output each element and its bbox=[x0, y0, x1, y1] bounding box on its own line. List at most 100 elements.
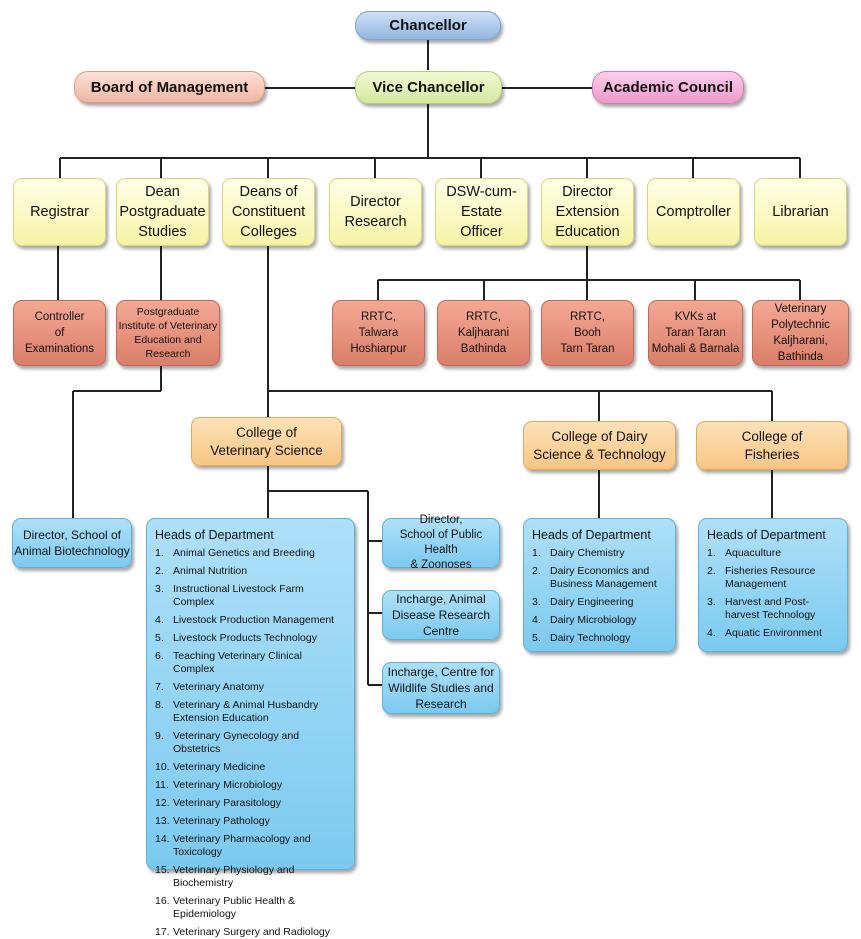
department-name: Harvest and Post-harvest Technology bbox=[725, 596, 816, 621]
vice-chancellor-label: Vice Chancellor bbox=[372, 79, 485, 96]
dean-pg-box: Dean Postgraduate Studies bbox=[116, 178, 209, 246]
department-number: 13. bbox=[155, 815, 170, 827]
director-extension-box: Director Extension Education bbox=[541, 178, 634, 246]
department-item: 15.Veterinary Physiology and Biochemistr… bbox=[155, 864, 346, 890]
department-number: 5. bbox=[155, 632, 164, 644]
department-number: 1. bbox=[532, 547, 541, 559]
department-number: 10. bbox=[155, 761, 170, 773]
department-name: Fisheries Resource Management bbox=[725, 565, 816, 590]
college-vet-science-label: College of Veterinary Science bbox=[210, 424, 323, 458]
department-number: 7. bbox=[155, 681, 164, 693]
college-fisheries-box: College of Fisheries bbox=[696, 421, 848, 470]
department-item: 17.Veterinary Surgery and Radiology bbox=[155, 926, 346, 939]
board-of-management-label: Board of Management bbox=[90, 78, 249, 96]
department-number: 1. bbox=[155, 547, 164, 559]
public-health-box: Director, School of Public Health & Zoon… bbox=[382, 514, 500, 571]
department-item: 16.Veterinary Public Health & Epidemiolo… bbox=[155, 895, 346, 921]
department-number: 4. bbox=[155, 614, 164, 626]
department-name: Dairy Technology bbox=[550, 632, 631, 644]
department-item: 14.Veterinary Pharmacology and Toxicolog… bbox=[155, 833, 346, 859]
college-vet-science-box: College of Veterinary Science bbox=[191, 417, 342, 466]
department-name: Veterinary Microbiology bbox=[173, 779, 283, 791]
registrar-label: Registrar bbox=[30, 204, 89, 220]
department-number: 2. bbox=[155, 565, 164, 577]
department-number: 3. bbox=[155, 583, 164, 595]
department-item: 1.Animal Genetics and Breeding bbox=[155, 547, 346, 560]
vice-chancellor-box: Vice Chancellor bbox=[355, 71, 502, 104]
department-name: Veterinary Gynecology and Obstetrics bbox=[173, 730, 300, 755]
department-name: Instructional Livestock Farm Complex bbox=[173, 583, 304, 608]
dsw-box: DSW-cum- Estate Officer bbox=[435, 178, 528, 246]
hod-dairy-list: 1. Dairy Chemistry 2. Dairy Economics and B… bbox=[532, 547, 667, 645]
department-number: 17. bbox=[155, 926, 170, 938]
disease-research-box: Incharge, Animal Disease Research Centre bbox=[382, 590, 500, 640]
connector-lines bbox=[57, 40, 801, 686]
rrtc-kaljharani-label: RRTC, Kaljharani Bathinda bbox=[457, 311, 510, 355]
department-name: Aquaculture bbox=[725, 547, 782, 559]
director-extension-label: Director Extension Education bbox=[555, 184, 620, 240]
director-research-box: Director Research bbox=[329, 178, 422, 246]
college-dairy-box: College of Dairy Science & Technology bbox=[523, 421, 676, 470]
department-number: 16. bbox=[155, 895, 170, 907]
department-number: 9. bbox=[155, 730, 164, 742]
department-item: 2. Dairy Economics and Business Managemen… bbox=[532, 565, 667, 591]
department-name: Aquatic Environment bbox=[725, 627, 822, 639]
department-number: 2. bbox=[532, 565, 541, 577]
department-name: Livestock Production Management bbox=[173, 614, 335, 626]
department-number: 15. bbox=[155, 864, 170, 876]
department-item: 4. Dairy Microbiology bbox=[532, 614, 667, 627]
hod-vet-list: 1.Animal Genetics and Breeding 2. Animal N… bbox=[155, 547, 346, 939]
department-name: Veterinary Pathology bbox=[173, 815, 270, 827]
department-number: 3. bbox=[532, 596, 541, 608]
department-number: 3. bbox=[707, 596, 716, 608]
department-number: 2. bbox=[707, 565, 716, 577]
department-name: Veterinary Parasitology bbox=[173, 797, 281, 809]
department-name: Dairy Chemistry bbox=[550, 547, 625, 559]
department-item: 5. Dairy Technology bbox=[532, 632, 667, 645]
department-item: 5.Livestock Products Technology bbox=[155, 632, 346, 645]
department-number: 5. bbox=[532, 632, 541, 644]
department-item: 8.Veterinary & Animal Husbandry Extensio… bbox=[155, 699, 346, 725]
academic-council-box: Academic Council bbox=[592, 71, 744, 104]
chancellor-box: Chancellor bbox=[355, 11, 501, 40]
department-name: Dairy Engineering bbox=[550, 596, 634, 608]
department-number: 11. bbox=[155, 779, 169, 791]
department-number: 4. bbox=[532, 614, 541, 626]
department-name: Dairy Economics and Business Management bbox=[550, 565, 657, 590]
department-name: Animal Nutrition bbox=[173, 565, 248, 577]
department-item: 1.Aquaculture bbox=[707, 547, 839, 560]
department-name: Veterinary Anatomy bbox=[173, 681, 265, 693]
librarian-box: Librarian bbox=[754, 178, 847, 246]
department-name: Teaching Veterinary Clinical Complex bbox=[173, 650, 302, 675]
board-of-management-box: Board of Management bbox=[74, 71, 265, 103]
comptroller-label: Comptroller bbox=[656, 204, 731, 220]
dean-pg-label: Dean Postgraduate Studies bbox=[119, 184, 206, 240]
disease-research-label: Incharge, Animal Disease Research Centre bbox=[391, 592, 491, 638]
department-item: 6.Teaching Veterinary Clinical Complex bbox=[155, 650, 346, 676]
animal-biotech-box: Director, School of Animal Biotechnology bbox=[12, 518, 132, 568]
vet-polytechnic-label: Veterinary Polytechnic Kaljharani, Bathi… bbox=[771, 303, 830, 363]
department-name: Veterinary & Animal Husbandry Extension … bbox=[173, 699, 319, 724]
registrar-box: Registrar bbox=[13, 178, 106, 246]
department-item: 4.Aquatic Environment bbox=[707, 627, 839, 640]
wildlife-centre-box: Incharge, Centre for Wildlife Studies an… bbox=[382, 662, 500, 714]
hod-fisheries-list: 1.Aquaculture 2. Fisheries Resource Manage… bbox=[707, 547, 839, 640]
department-item: 9. Veterinary Gynecology and Obstetrics bbox=[155, 730, 346, 756]
pg-institute-box: Postgraduate Institute of Veterinary Edu… bbox=[116, 300, 220, 366]
rrtc-kaljharani-box: RRTC, Kaljharani Bathinda bbox=[437, 300, 530, 366]
department-number: 12. bbox=[155, 797, 170, 809]
animal-biotech-label: Director, School of Animal Biotechnology bbox=[14, 528, 130, 558]
department-item: 11. Veterinary Microbiology bbox=[155, 779, 346, 792]
department-item: 3. Dairy Engineering bbox=[532, 596, 667, 609]
department-item: 2. Animal Nutrition bbox=[155, 565, 346, 578]
kvks-box: KVKs at Taran Taran Mohali & Barnala bbox=[648, 300, 743, 366]
librarian-label: Librarian bbox=[772, 204, 829, 220]
rrtc-booh-box: RRTC, Booh Tarn Taran bbox=[541, 300, 634, 366]
department-name: Veterinary Medicine bbox=[173, 761, 266, 773]
department-item: 12.Veterinary Parasitology bbox=[155, 797, 346, 810]
department-name: Dairy Microbiology bbox=[550, 614, 637, 626]
department-number: 14. bbox=[155, 833, 170, 845]
chancellor-label: Chancellor bbox=[389, 17, 467, 34]
